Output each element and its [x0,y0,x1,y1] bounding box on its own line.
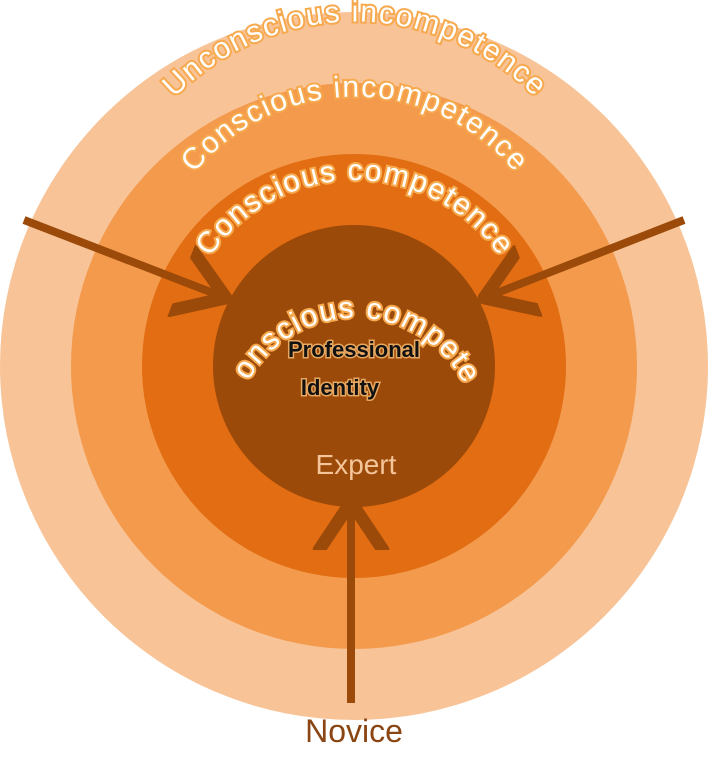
arrow-right [484,216,686,298]
arrow-left [22,216,226,298]
ring-unconscious-competence [213,225,495,507]
center-label-line1: Professional [288,337,420,362]
center-label-line2: Identity [301,375,380,400]
arrows [22,216,686,703]
expert-label: Expert [316,449,397,480]
novice-label: Novice [305,713,403,749]
